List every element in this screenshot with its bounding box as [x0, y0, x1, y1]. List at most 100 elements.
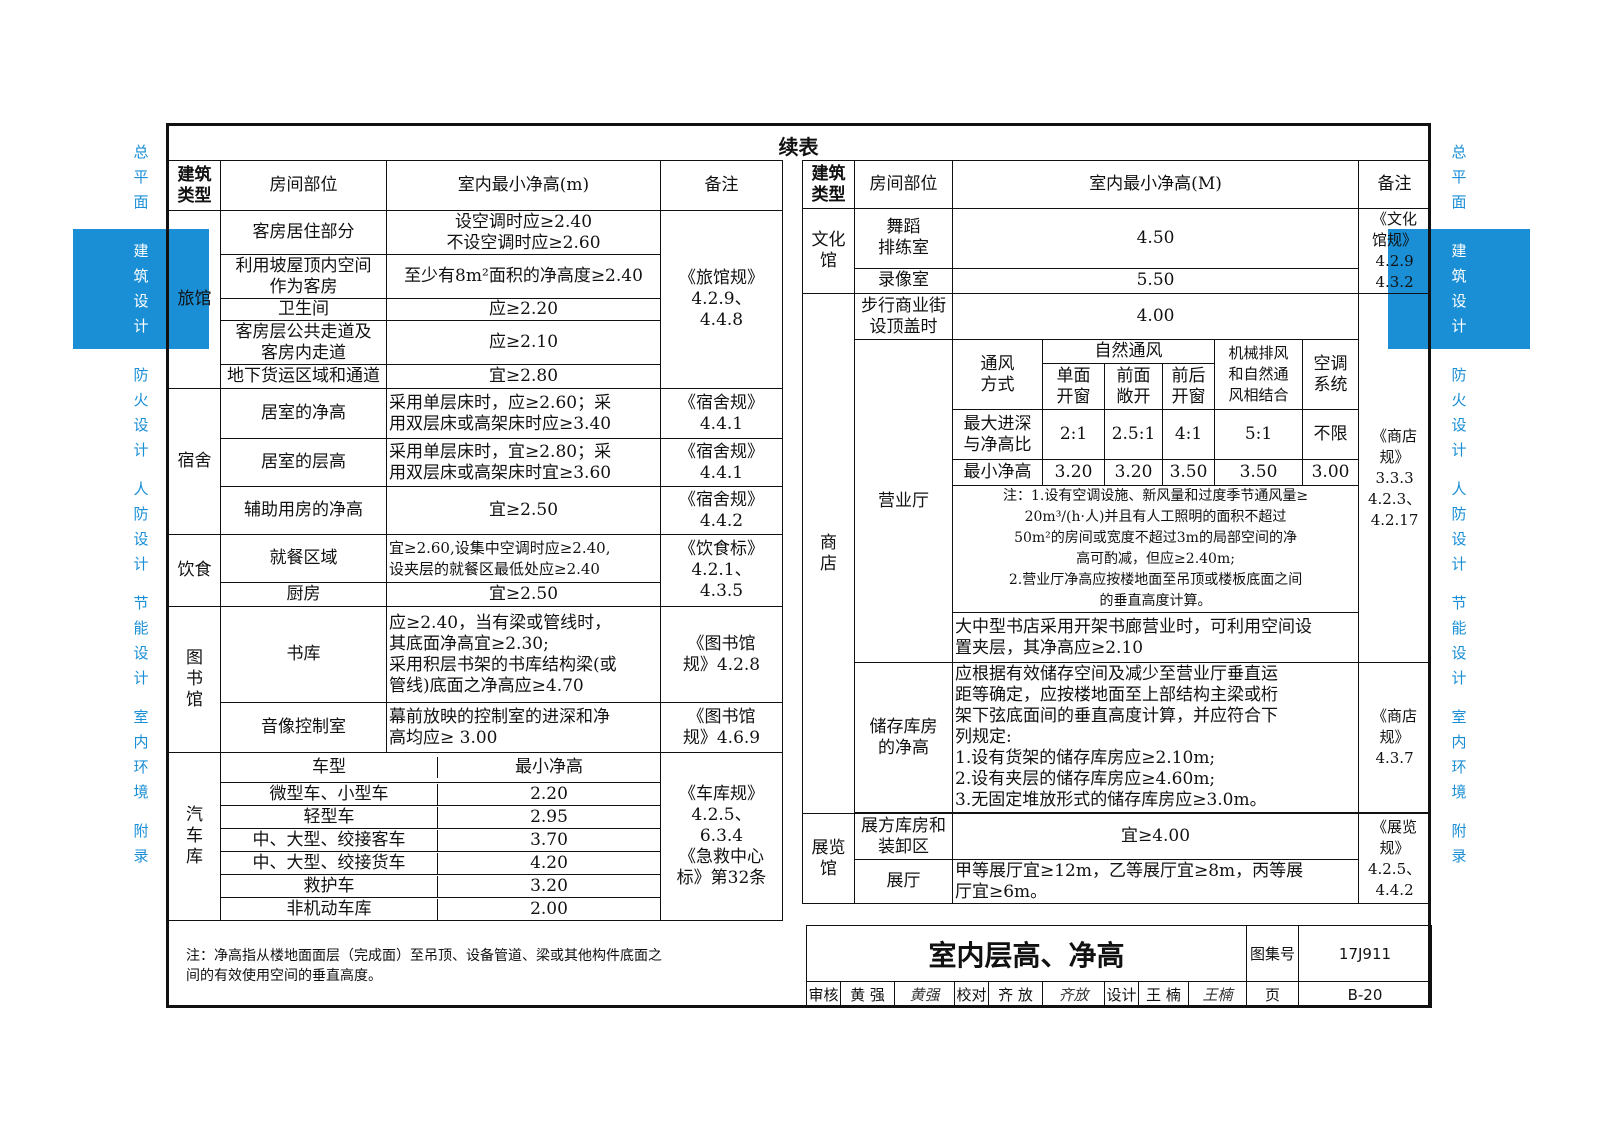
min-height-value: 3.00 [1301, 459, 1360, 486]
garage-vehicle: 非机动车库 [221, 898, 438, 920]
header-note: 备注 [660, 160, 783, 211]
depth-ratio-label: 最大进深 与净高比 [952, 409, 1043, 460]
vent-col-header: 单面 开窗 [1042, 363, 1105, 410]
height-cell: 5.50 [951, 267, 1360, 295]
garage-height: 2.95 [530, 806, 568, 827]
height-cell: 设空调时应≥2.40 不设空调时应≥2.60 [386, 210, 661, 255]
table-row: 客房层公共走道及 客房内走道 应≥2.10 [169, 320, 783, 365]
garage-subheader: 车型 最小净高 [221, 757, 660, 778]
title-block: 室内层高、净高 图集号 17J911 审核 黄 强 黄强 校对 齐 放 齐放 设… [806, 925, 1432, 1008]
room-cell: 厨房 [220, 582, 387, 607]
nav-section-energy[interactable]: 节 能 设 计 [1451, 594, 1467, 687]
garage-vehicle: 救护车 [221, 875, 438, 897]
note-cell: 《宿舍规》 4.4.1 [660, 388, 783, 439]
height-cell: 应≥2.10 [386, 320, 661, 365]
table-row: 卫生间 应≥2.20 [169, 298, 783, 321]
table-row: 储存库房 的净高 应根据有效储存空间及减少至营业厅垂直运 距等确定，应按楼地面至… [803, 662, 1432, 813]
header-type: 建筑 类型 [802, 160, 855, 209]
height-cell: 至少有8m²面积的净高度≥2.40 [386, 254, 661, 299]
table-row: 利用坡屋顶内空间 作为客房 至少有8m²面积的净高度≥2.40 [169, 254, 783, 299]
garage-vehicle: 微型车、小型车 [221, 783, 438, 805]
check-label: 校对 [954, 981, 989, 1008]
nav-section-fire[interactable]: 防 火 设 计 [1451, 366, 1467, 459]
min-height-value: 3.50 [1162, 459, 1215, 486]
table-header-row: 建筑 类型 房间部位 室内最小净高(m) 备注 [168, 160, 783, 211]
nav-section-appendix[interactable]: 附 录 [133, 822, 149, 865]
room-cell: 步行商业街 设顶盖时 [854, 293, 953, 340]
room-storage: 储存库房 的净高 [854, 662, 953, 813]
nav-section-indoor-env[interactable]: 室 内 环 境 [1451, 708, 1467, 801]
nav-section-site-plan[interactable]: 总 平 面 [1451, 143, 1467, 211]
depth-ratio-row: 最大进深 与净高比 2:1 2.5:1 4:1 5:1 不限 [803, 409, 1431, 460]
room-cell: 卫生间 [220, 298, 387, 321]
header-room: 房间部位 [220, 160, 387, 211]
vent-mode-label: 通风 方式 [952, 339, 1043, 410]
note-hotel: 《旅馆规》 4.2.9、 4.4.8 [660, 210, 783, 389]
review-label: 审核 [806, 981, 841, 1008]
vent-header-row: 营业厅 通风 方式 自然通风 机械排风 和自然通 风相结合 空调 系统 [803, 339, 1431, 663]
depth-ratio-value: 2:1 [1042, 409, 1105, 460]
nav-section-energy[interactable]: 节 能 设 计 [133, 594, 149, 687]
depth-ratio-value: 2.5:1 [1104, 409, 1163, 460]
depth-ratio-value: 4:1 [1162, 409, 1215, 460]
height-cell: 幕前放映的控制室的进深和净 高均应≥ 3.00 [386, 702, 661, 753]
type-food: 饮食 [168, 534, 221, 607]
note-cell: 《图书馆 规》4.6.9 [660, 702, 783, 753]
garage-vehicle: 中、大型、绞接货车 [221, 852, 438, 874]
room-cell: 书库 [220, 606, 387, 703]
drawing-title: 室内层高、净高 [806, 925, 1247, 982]
height-cell: 宜≥2.80 [386, 364, 661, 389]
reviewer-signature: 黄强 [894, 981, 955, 1008]
natural-vent-label: 自然通风 [1042, 339, 1215, 364]
table-row: 中、大型、绞接客车 3.70 [169, 828, 783, 852]
type-dorm: 宿舍 [168, 388, 221, 535]
side-nav-right: 总 平 面 建 筑 设 计 防 火 设 计 人 防 设 计 节 能 设 计 室 … [1388, 140, 1530, 883]
table-row: 宿舍 居室的净高 采用单层床时，应≥2.60；采 用双层床或高架床时应≥3.40… [168, 388, 783, 535]
min-height-row: 最小净高 3.20 3.20 3.50 3.50 3.00 [803, 459, 1431, 486]
table-row: 音像控制室 幕前放映的控制室的进深和净 高均应≥ 3.00 《图书馆 规》4.6… [169, 702, 783, 753]
bookstore-note: 大中型书店采用开架书廊营业时，可利用空间设 置夹层，其净高应≥2.10 [951, 612, 1360, 663]
height-cell: 甲等展厅宜≥12m，乙等展厅宜≥8m，丙等展 厅宜≥6m。 [951, 859, 1360, 904]
type-library: 图 书 馆 [168, 606, 221, 753]
table-row: 非机动车库 2.00 [169, 897, 783, 921]
note-food: 《饮食标》 4.2.1、 4.3.5 [660, 534, 783, 607]
room-cell: 利用坡屋顶内空间 作为客房 [220, 254, 387, 299]
vent-col-header: 前面 敞开 [1104, 363, 1163, 410]
garage-vehicle: 轻型车 [221, 806, 438, 828]
height-cell: 采用单层床时，应≥2.60；采 用双层床或高架床时应≥3.40 [386, 388, 661, 439]
nav-section-indoor-env[interactable]: 室 内 环 境 [133, 708, 149, 801]
garage-header-min-height: 最小净高 [515, 757, 583, 777]
garage-height: 4.20 [530, 852, 568, 873]
page-label: 页 [1246, 981, 1299, 1008]
header-room: 房间部位 [854, 160, 953, 209]
table-row: 展览 馆 展方库房和 装卸区 宜≥4.00 《展览 规》 4.2.5、 4.4.… [802, 813, 1432, 904]
table-row: 注：1.设有空调设施、新风量和过度季节通风量≥ 20m³/(h·人)并且有人工照… [803, 485, 1431, 613]
page-number: B-20 [1298, 981, 1432, 1008]
note-cell: 《图书馆 规》4.2.8 [660, 606, 783, 703]
nav-section-appendix[interactable]: 附 录 [1451, 822, 1467, 865]
garage-height: 2.20 [530, 783, 568, 804]
table-row: 旅馆 客房居住部分 设空调时应≥2.40 不设空调时应≥2.60 《旅馆规》 4… [168, 210, 783, 389]
room-cell: 录像室 [854, 267, 953, 295]
right-table: 建筑 类型 房间部位 室内最小净高(M) 备注 文化 馆 舞蹈 排练室 4.50… [802, 160, 1432, 904]
table-row: 微型车、小型车 2.20 [169, 782, 783, 806]
left-table: 建筑 类型 房间部位 室内最小净高(m) 备注 旅馆 客房居住部分 设空调时应≥… [168, 160, 783, 921]
design-label: 设计 [1104, 981, 1139, 1008]
room-cell: 就餐区域 [220, 534, 387, 583]
nav-section-fire[interactable]: 防 火 设 计 [133, 366, 149, 459]
table-row: 居室的层高 采用单层床时，宜≥2.80；采 用双层床或高架床时宜≥3.60 《宿… [169, 438, 783, 487]
height-cell: 宜≥4.00 [951, 813, 1360, 860]
nav-section-civil-defense[interactable]: 人 防 设 计 [1451, 480, 1467, 573]
depth-ratio-value: 不限 [1301, 409, 1360, 460]
table-row: 展厅 甲等展厅宜≥12m，乙等展厅宜≥8m，丙等展 厅宜≥6m。 [803, 859, 1431, 904]
nav-section-site-plan[interactable]: 总 平 面 [133, 143, 149, 211]
note-shop: 《商店 规》 3.3.3 4.2.3、 4.2.17 [1358, 293, 1432, 663]
table-row: 饮食 就餐区域 宜≥2.60,设集中空调时应≥2.40, 设夹层的就餐区最低处应… [168, 534, 783, 607]
note-cell: 《宿舍规》 4.4.2 [660, 486, 783, 535]
height-cell: 宜≥2.50 [386, 486, 661, 535]
room-cell: 客房居住部分 [220, 210, 387, 255]
room-cell: 舞蹈 排练室 [854, 208, 953, 269]
nav-section-civil-defense[interactable]: 人 防 设 计 [133, 480, 149, 573]
reviewer-name: 黄 强 [840, 981, 895, 1008]
garage-height: 3.70 [530, 829, 568, 850]
